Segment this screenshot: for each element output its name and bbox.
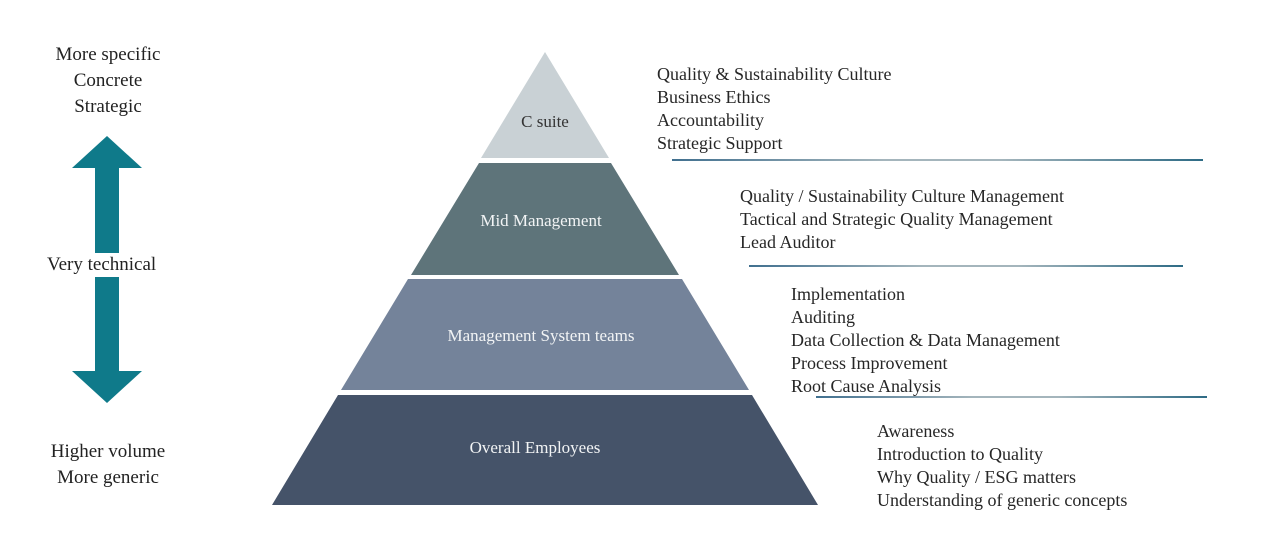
annotation-block-overall-employees: Awareness Introduction to Quality Why Qu… — [877, 420, 1127, 512]
axis-label-top: More specific Concrete Strategic — [28, 42, 188, 120]
axis-label-bottom-line2: More generic — [57, 467, 159, 488]
annotation-item: Root Cause Analysis — [791, 376, 942, 396]
annotation-item: Auditing — [791, 307, 856, 327]
pyramid-level-mid-management — [411, 163, 679, 275]
pyramid-level-c-suite — [481, 52, 609, 158]
annotation-item: Tactical and Strategic Quality Managemen… — [740, 209, 1053, 229]
annotation-item: Lead Auditor — [740, 232, 836, 252]
annotation-item: Why Quality / ESG matters — [877, 467, 1076, 487]
annotation-item: Accountability — [657, 110, 764, 130]
axis-label-bottom: Higher volume More generic — [28, 439, 188, 491]
pyramid-label-overall-employees: Overall Employees — [469, 438, 601, 457]
annotation-block-management-system-teams: Implementation Auditing Data Collection … — [791, 283, 1060, 398]
pyramid-label-management-system-teams: Management System teams — [447, 326, 635, 345]
annotation-item: Business Ethics — [657, 87, 771, 107]
axis-label-middle: Very technical — [42, 253, 162, 277]
annotation-item: Introduction to Quality — [877, 444, 1043, 464]
annotation-item: Understanding of generic concepts — [877, 490, 1128, 510]
annotation-item: Awareness — [877, 421, 955, 441]
annotation-item: Quality & Sustainability Culture — [657, 64, 892, 84]
axis-label-top-line1: More specific — [55, 44, 161, 65]
annotation-item: Quality / Sustainability Culture Managem… — [740, 186, 1064, 206]
annotation-item: Data Collection & Data Management — [791, 330, 1060, 350]
divider-line-1 — [672, 159, 1203, 161]
divider-line-3 — [816, 396, 1207, 398]
annotation-block-mid-management: Quality / Sustainability Culture Managem… — [740, 185, 1064, 254]
axis-label-bottom-line1: Higher volume — [50, 441, 166, 462]
axis-label-top-line3: Strategic — [74, 96, 142, 117]
divider-line-2 — [749, 265, 1183, 267]
annotation-item: Process Improvement — [791, 353, 948, 373]
pyramid-level-overall-employees — [272, 395, 818, 505]
annotation-block-c-suite: Quality & Sustainability Culture Busines… — [657, 63, 891, 155]
pyramid-level-management-system-teams — [341, 279, 749, 390]
annotation-item: Strategic Support — [657, 133, 783, 153]
pyramid-label-c-suite: C suite — [521, 112, 569, 131]
annotation-item: Implementation — [791, 284, 905, 304]
axis-label-top-line2: Concrete — [73, 70, 143, 91]
pyramid-label-mid-management: Mid Management — [480, 211, 602, 230]
